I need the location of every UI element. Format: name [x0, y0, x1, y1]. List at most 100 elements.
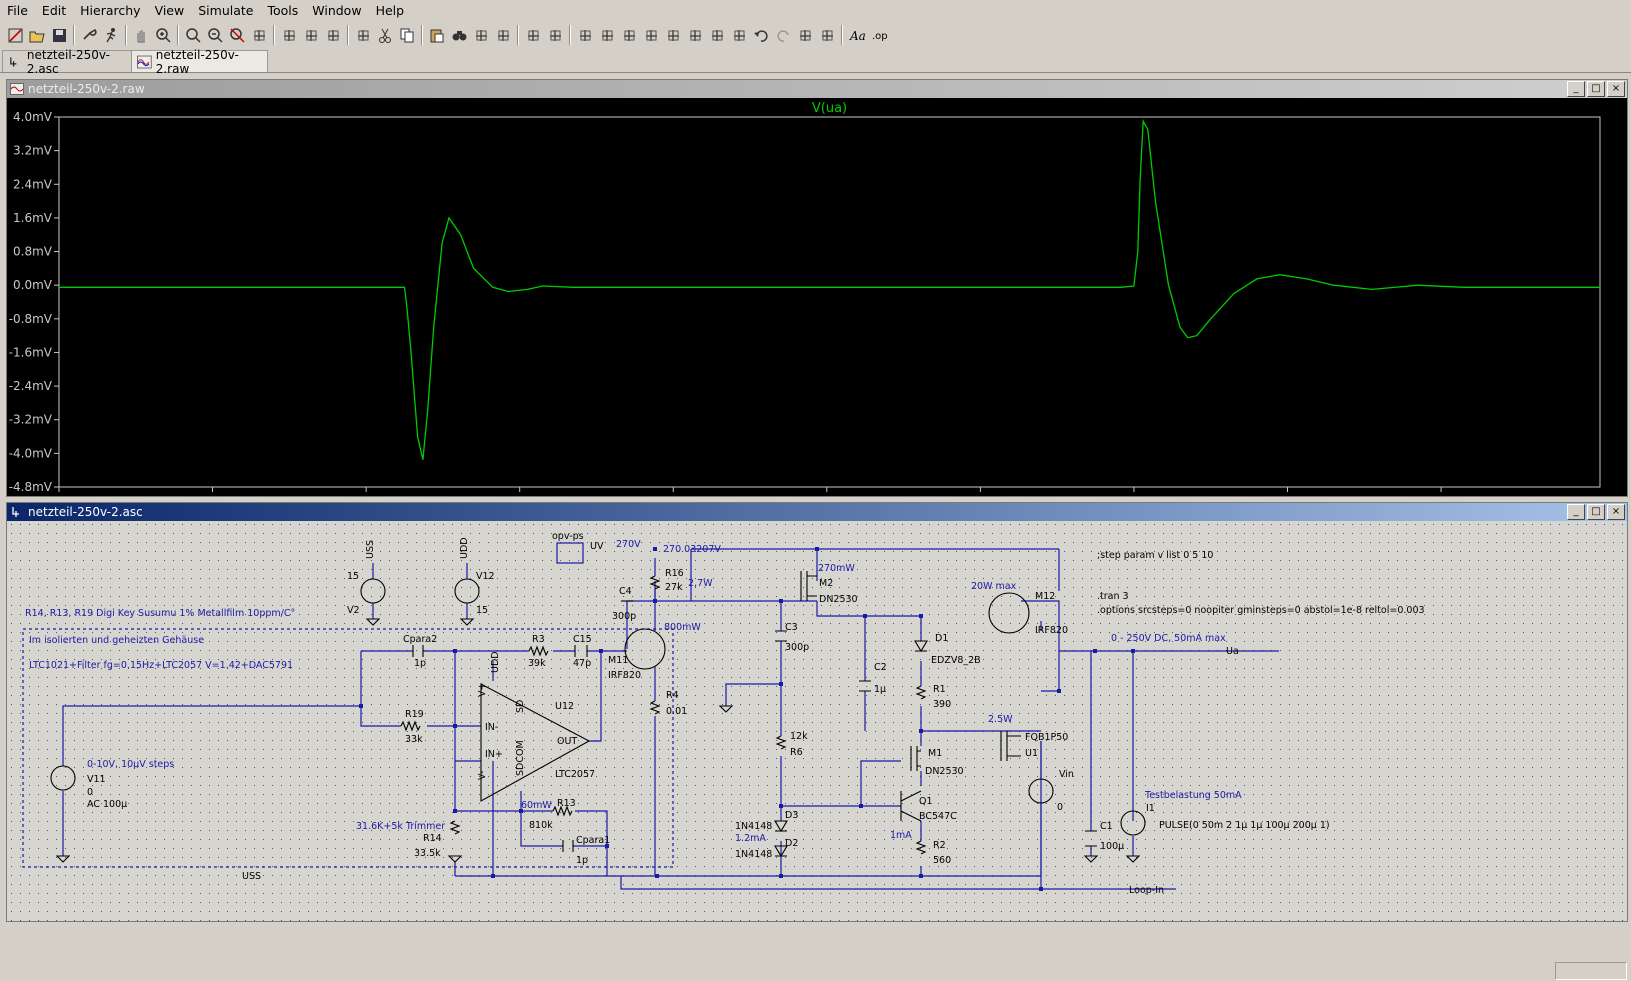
- label-sdcom[interactable]: SDCOM: [515, 740, 526, 776]
- label-m11t[interactable]: IRF820: [608, 670, 641, 681]
- label-vm[interactable]: V-: [477, 771, 488, 780]
- label-u12t[interactable]: LTC2057: [555, 769, 595, 780]
- label-r3v[interactable]: 39k: [528, 658, 546, 669]
- menu-window[interactable]: Window: [312, 3, 362, 18]
- print-setup-button[interactable]: [470, 24, 492, 46]
- zoom-out-button[interactable]: [204, 24, 226, 46]
- label-note1[interactable]: R14, R13, R19 Digi Key Susumu 1% Metallf…: [25, 608, 295, 619]
- label-c1v[interactable]: 100µ: [1100, 841, 1124, 852]
- label-r2[interactable]: R2: [933, 840, 946, 851]
- label-m12t[interactable]: IRF820: [1035, 625, 1068, 636]
- label-m1[interactable]: M1: [928, 748, 942, 759]
- label-sd[interactable]: SD: [515, 700, 526, 713]
- label-r14[interactable]: R14: [423, 833, 442, 844]
- label-vp[interactable]: V+: [477, 683, 488, 697]
- label-r16v[interactable]: 27k: [665, 582, 683, 593]
- label-r14v[interactable]: 33.5k: [414, 848, 441, 859]
- label-opvps[interactable]: opv-ps: [552, 531, 584, 542]
- label-m2t[interactable]: DN2530: [819, 594, 858, 605]
- label-inm[interactable]: IN-: [485, 722, 498, 733]
- component-button[interactable]: [684, 24, 706, 46]
- undo-button[interactable]: [750, 24, 772, 46]
- label-r4v[interactable]: 0.01: [666, 706, 687, 717]
- menu-file[interactable]: File: [7, 3, 28, 18]
- label-uv[interactable]: UV: [590, 541, 604, 552]
- new-schematic-button[interactable]: [4, 24, 26, 46]
- label-outrange[interactable]: 0 - 250V DC, 50mA max: [1111, 633, 1226, 644]
- label-tb50[interactable]: Testbelastung 50mA: [1144, 790, 1242, 801]
- label-udd[interactable]: UDD: [490, 651, 501, 673]
- maximize-button[interactable]: □: [1587, 81, 1605, 97]
- label-mw270[interactable]: 270mW: [818, 563, 855, 574]
- label-d3t[interactable]: 1N4148: [735, 821, 772, 832]
- cut-button[interactable]: [374, 24, 396, 46]
- text-button[interactable]: Aa: [846, 24, 868, 46]
- move-button[interactable]: [706, 24, 728, 46]
- save-button[interactable]: [48, 24, 70, 46]
- label-r6v[interactable]: 12k: [790, 731, 808, 742]
- label-v12_val[interactable]: 15: [476, 605, 488, 616]
- label-ua[interactable]: Ua: [1226, 646, 1239, 657]
- label-mw60[interactable]: 60mW: [521, 800, 552, 811]
- label-uss[interactable]: USS: [365, 540, 376, 559]
- label-dir1[interactable]: ;step param v list 0 5 10: [1097, 550, 1213, 561]
- label-v11[interactable]: V11: [87, 774, 106, 785]
- tab-schematic[interactable]: netzteil-250v-2.asc: [2, 48, 139, 76]
- label-m12[interactable]: M12: [1035, 591, 1055, 602]
- label-i1[interactable]: I1: [1146, 803, 1155, 814]
- tile-horizontal-button[interactable]: [322, 24, 344, 46]
- open-button[interactable]: [26, 24, 48, 46]
- label-c1[interactable]: C1: [1100, 821, 1113, 832]
- close-button[interactable]: ×: [1607, 81, 1625, 97]
- label-c2v[interactable]: 1µ: [874, 684, 886, 695]
- zoom-in-button[interactable]: [152, 24, 174, 46]
- label-u12[interactable]: U12: [555, 701, 574, 712]
- find-button[interactable]: [448, 24, 470, 46]
- maximize-button[interactable]: □: [1587, 504, 1605, 520]
- label-r13[interactable]: R13: [557, 798, 576, 809]
- label-u1[interactable]: U1: [1025, 748, 1038, 759]
- capacitor-button[interactable]: [618, 24, 640, 46]
- ground-button[interactable]: [544, 24, 566, 46]
- label-v11s[interactable]: 0-10V, 10µV steps: [87, 759, 174, 770]
- label-cpara2[interactable]: Cpara2: [403, 634, 437, 645]
- label-v11b[interactable]: AC 100µ: [87, 799, 127, 810]
- menu-hierarchy[interactable]: Hierarchy: [80, 3, 141, 18]
- label-c15[interactable]: C15: [573, 634, 592, 645]
- label-uss2[interactable]: USS: [242, 871, 261, 882]
- halt-button[interactable]: [130, 24, 152, 46]
- schematic-canvas[interactable]: USSUDDV215V1215opv-psUV270V270.03207VR16…: [7, 521, 1627, 921]
- tab-waveform[interactable]: netzteil-250v-2.raw: [131, 48, 268, 76]
- label-c4[interactable]: C4: [619, 586, 632, 597]
- redo-button[interactable]: [772, 24, 794, 46]
- label-loopin[interactable]: Loop-In: [1129, 885, 1164, 896]
- label-mw800[interactable]: 800mW: [664, 622, 701, 633]
- label-cpara1v[interactable]: 1p: [576, 855, 588, 866]
- label-m11[interactable]: M11: [608, 655, 628, 666]
- label-v12[interactable]: V12: [476, 571, 495, 582]
- waveform-plot[interactable]: V(ua) 4.0mV3.2mV2.4mV1.6mV0.8mV0.0mV-0.8…: [7, 98, 1627, 496]
- label-dir2[interactable]: .tran 3: [1097, 591, 1129, 602]
- tile-vertical-button[interactable]: [300, 24, 322, 46]
- label-r1v[interactable]: 390: [933, 699, 951, 710]
- menu-view[interactable]: View: [154, 3, 185, 18]
- label-dir3[interactable]: .options srcsteps=0 noopiter gminsteps=0…: [1097, 605, 1425, 616]
- paste-button[interactable]: [426, 24, 448, 46]
- label-v270[interactable]: 270V: [616, 539, 641, 550]
- label-ma1[interactable]: 1mA: [890, 830, 912, 841]
- label-inp[interactable]: IN+: [485, 749, 503, 760]
- label-vin[interactable]: Vin: [1059, 769, 1074, 780]
- minimize-button[interactable]: _: [1567, 504, 1585, 520]
- label-d2[interactable]: D2: [785, 838, 798, 849]
- label-c3[interactable]: C3: [785, 622, 798, 633]
- copy-button[interactable]: [396, 24, 418, 46]
- trace-label[interactable]: V(ua): [812, 101, 847, 116]
- label-r1[interactable]: R1: [933, 684, 946, 695]
- menu-help[interactable]: Help: [375, 3, 405, 18]
- label-v11a[interactable]: 0: [87, 787, 93, 798]
- schematic-titlebar[interactable]: netzteil-250v-2.asc _ □ ×: [7, 503, 1627, 521]
- waveform-titlebar[interactable]: netzteil-250v-2.raw _ □ ×: [7, 80, 1627, 98]
- spice-directive-button[interactable]: .op: [868, 24, 890, 46]
- label-c2[interactable]: C2: [874, 662, 887, 673]
- mirror-button[interactable]: [816, 24, 838, 46]
